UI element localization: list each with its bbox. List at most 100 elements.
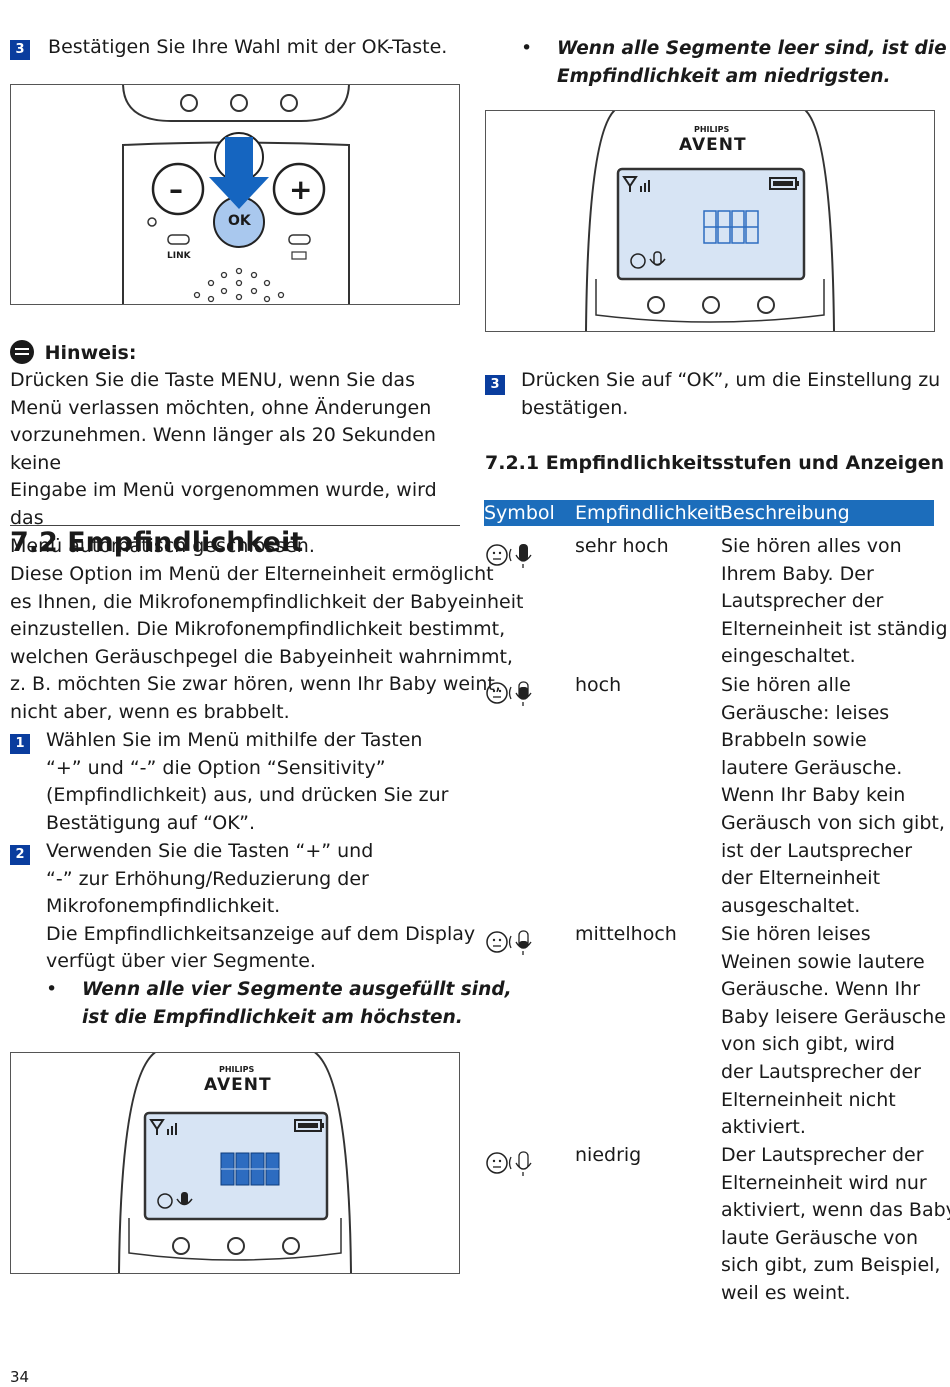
note-line: vorzunehmen. Wenn länger als 20 Sekunden… [10,424,436,474]
level-cell: niedrig [575,1144,642,1166]
desc-line: Elterneinheit ist ständig [721,617,948,640]
desc-line: Lautsprecher der [721,590,884,613]
minus-label: – [169,173,183,206]
figure-display-empty: PHILIPS AVENT [485,110,935,332]
note-block: Hinweis: Drücken Sie die Taste MENU, wen… [10,340,460,560]
symbol-high-icon [485,678,535,712]
intro-line: es Ihnen, die Mikrofonempfindlichkeit de… [10,590,524,613]
desc-line: eingeschaltet. [721,645,856,668]
intro-line: z. B. möchten Sie zwar hören, wenn Ihr B… [10,673,501,696]
brand-logo: AVENT [204,1075,272,1095]
note-body: Drücken Sie die Taste MENU, wenn Sie das… [10,367,460,560]
desc-line: ausgeschaltet. [721,894,861,917]
link-label: LINK [167,251,191,261]
page-number: 34 [10,1368,30,1386]
section-heading: 7.2 Empfindlichkeit [10,527,304,558]
brand-top: PHILIPS [219,1065,255,1074]
plus-label: + [289,173,313,206]
step-line: “+” und “-” die Option “Sensitivity” [46,756,386,779]
desc-line: Geräusche: leises [721,701,890,724]
level-cell: hoch [575,674,622,696]
intro-line: einzustellen. Die Mikrofonempfindlichkei… [10,618,506,641]
step-line: bestätigen. [521,396,629,419]
desc-line: Geräusch von sich gibt, [721,811,945,834]
note-icon [10,340,34,364]
step-text: Bestätigen Sie Ihre Wahl mit der OK-Tast… [48,36,448,58]
step-line: “-” zur Erhöhung/Reduzierung der [46,867,369,890]
desc-line: aktiviert. [721,1116,806,1139]
step-line: Die Empfindlichkeitsanzeige auf dem Disp… [46,922,476,945]
intro-line: Diese Option im Menü der Elterneinheit e… [10,563,494,585]
desc-line: Geräusche. Wenn Ihr [721,978,921,1001]
symbol-medium-icon [485,927,535,961]
header-description: Beschreibung [720,502,850,524]
desc-line: Weinen sowie lautere [721,950,925,973]
desc-line: Wenn Ihr Baby kein [721,784,906,807]
symbol-low-icon [485,1148,535,1182]
note-line: Menü automatisch geschlossen. [10,534,315,557]
subsection-heading: 7.2.1 Empfindlichkeitsstufen und Anzeige… [485,452,945,474]
desc-line: Baby leisere Geräusche [721,1005,946,1028]
figure-ok-button: – + OK LINK [10,84,460,305]
desc-line: Brabbeln sowie [721,729,867,752]
note-line: Eingabe im Menü vorgenommen wurde, wird … [10,479,437,529]
note-line: Menü verlassen möchten, ohne Änderungen [10,396,432,419]
table-header: Symbol Empfindlichkeit Beschreibung [484,500,934,526]
header-sensitivity: Empfindlichkeit [575,502,722,524]
brand-logo: AVENT [679,135,747,155]
desc-line: Ihrem Baby. Der [721,562,874,585]
intro-line: welchen Geräuschpegel die Babyeinheit wa… [10,645,513,668]
bullet-line: ist die Empfindlichkeit am höchsten. [82,1006,463,1028]
display-illustration [585,111,835,331]
header-symbol: Symbol [484,502,555,524]
desc-line: aktiviert, wenn das Baby [721,1199,950,1222]
symbol-very-high-icon [485,540,535,574]
desc-line: der Elterneinheit [721,867,881,890]
brand-top: PHILIPS [694,125,730,134]
desc-line: der Lautsprecher der [721,1060,921,1083]
step-line: Verwenden Sie die Tasten “+” und [46,840,374,862]
bullet-line: Wenn alle vier Segmente ausgefüllt sind, [82,979,512,1000]
description-cell: Der Lautsprecher der Elterneinheit wird … [721,1142,950,1308]
desc-line: laute Geräusche von [721,1226,919,1249]
device-illustration [122,85,350,304]
desc-line: sich gibt, zum Beispiel, [721,1254,941,1277]
step-number: 1 [10,734,30,754]
step-3-left: 3 Bestätigen Sie Ihre Wahl mit der OK-Ta… [10,34,447,62]
section-intro: Diese Option im Menü der Elterneinheit e… [10,561,523,727]
intro-line: nicht aber, wenn es brabbelt. [10,700,290,723]
desc-line: Der Lautsprecher der [721,1144,924,1166]
note-line: Drücken Sie die Taste MENU, wenn Sie das [10,369,415,391]
step-line: Wählen Sie im Menü mithilfe der Tasten [46,729,423,751]
desc-line: lautere Geräusche. [721,756,903,779]
step-number: 2 [10,845,30,865]
description-cell: Sie hören alles von Ihrem Baby. Der Laut… [721,533,948,671]
desc-line: Sie hören leises [721,923,871,945]
desc-line: Sie hören alle [721,674,851,696]
ok-label: OK [228,213,251,229]
step-number: 3 [485,375,505,395]
desc-line: Elterneinheit nicht [721,1088,896,1111]
figure-display-full: PHILIPS AVENT [10,1052,460,1274]
desc-line: ist der Lautsprecher [721,839,913,862]
step-line: Drücken Sie auf “OK”, um die Einstellung… [521,369,941,391]
step-line: Bestätigung auf “OK”. [46,811,255,834]
bullet-mark: • [46,978,58,1000]
display-illustration [118,1053,352,1273]
description-cell: Sie hören leises Weinen sowie lautere Ge… [721,921,946,1142]
bullet-line: Wenn alle Segmente leer sind, ist die [557,38,947,59]
step-line: Mikrofonempfindlichkeit. [46,895,281,918]
step-number: 3 [10,40,30,60]
desc-line: Sie hören alles von [721,535,902,557]
level-cell: sehr hoch [575,535,669,557]
desc-line: von sich gibt, wird [721,1033,895,1056]
bullet-mark: • [521,37,533,59]
level-cell: mittelhoch [575,923,677,945]
note-title: Hinweis: [44,342,137,364]
step-line: (Empfindlichkeit) aus, und drücken Sie z… [46,784,449,807]
desc-line: Elterneinheit wird nur [721,1171,927,1194]
description-cell: Sie hören alle Geräusche: leises Brabbel… [721,672,945,920]
bullet-line: Empfindlichkeit am niedrigsten. [557,65,891,87]
section-rule [10,525,460,526]
desc-line: weil es weint. [721,1281,851,1304]
